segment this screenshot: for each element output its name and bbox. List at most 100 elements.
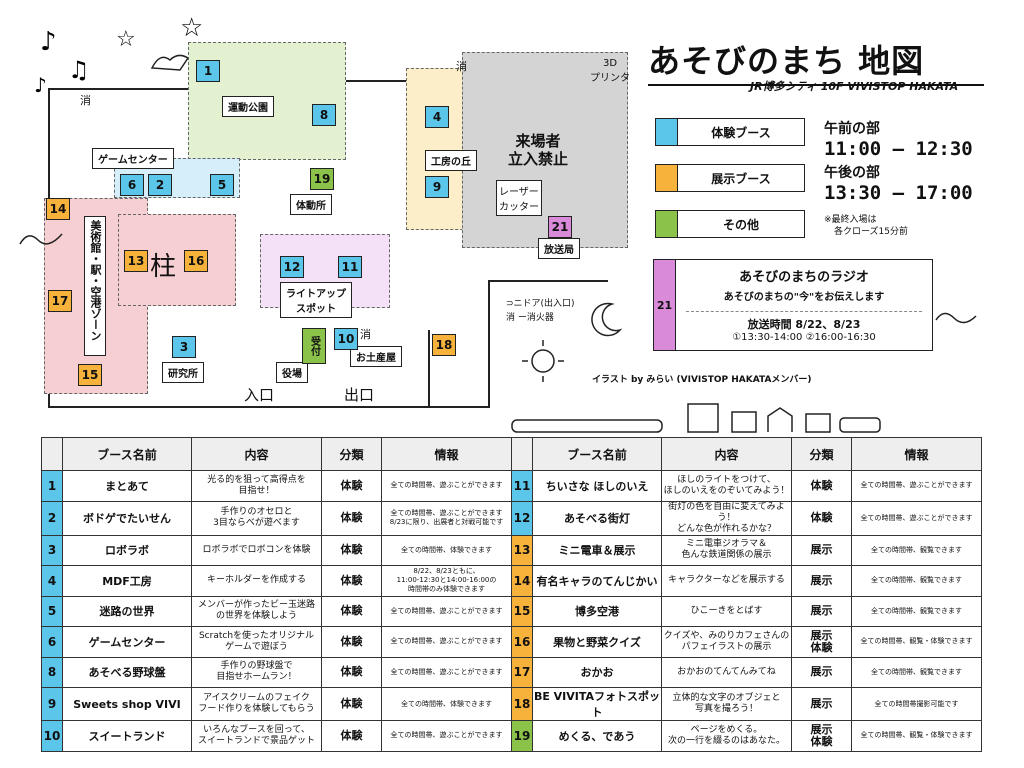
booth-name-cell: BE VIVITAフォトスポット (532, 687, 662, 721)
booth-category-cell: 展示 体験 (791, 720, 852, 752)
booth-number-cell: 4 (41, 565, 63, 597)
booth-3[interactable]: 3 (172, 336, 196, 358)
game-center-label: ゲームセンター (92, 148, 174, 169)
booth-info-cell: 全ての時間帯、遊ぶことができます (381, 470, 512, 502)
extinguisher-label: 消 (80, 94, 91, 107)
booth-6[interactable]: 6 (120, 174, 144, 196)
booth-name-cell: まとあて (62, 470, 192, 502)
pillar-label: 柱 (150, 252, 177, 282)
booth-category-cell: 体験 (321, 720, 382, 752)
booth-category-cell: 体験 (321, 656, 382, 688)
booth-category-cell: 展示 (791, 687, 852, 721)
booth-18[interactable]: 18 (432, 334, 456, 356)
booth-15[interactable]: 15 (78, 364, 102, 386)
legend-swatch (656, 165, 678, 191)
booth-category-cell: 体験 (321, 687, 382, 721)
afternoon-time: 13:30 – 17:00 (824, 182, 973, 204)
booth-number-cell: 5 (41, 595, 63, 627)
booth-name-cell: 有名キャラのてんじかい (532, 565, 662, 597)
entrance-label: 入口 (244, 386, 275, 404)
booth-content-cell: ミニ電車ジオラマ＆ 色んな鉄道関係の展示 (661, 534, 792, 566)
booth-11[interactable]: 11 (338, 256, 362, 278)
booth-info-cell: 全ての時間帯、体験できます (381, 534, 512, 566)
laser-label: レーザー カッター (496, 180, 542, 216)
booth-2[interactable]: 2 (148, 174, 172, 196)
booth-1[interactable]: 1 (196, 60, 220, 82)
booth-content-cell: 光る的を狙って高得点を 目指せ！ (191, 470, 322, 502)
booth-content-cell: いろんなブースを回って、 スイートランドで景品ゲット (191, 720, 322, 752)
booth-info-cell: 全ての時間帯、遊ぶことができます (381, 595, 512, 627)
booth-number-cell: 1 (41, 470, 63, 502)
booth-content-cell: 手作りの野球盤で 目指せホームラン！ (191, 656, 322, 688)
booth-content-cell: おかおのてんてんみてね (661, 656, 792, 688)
booth-number-cell: 13 (511, 534, 533, 566)
reception-booth[interactable]: 受付 (302, 328, 326, 364)
exit-label: 出口 (344, 386, 375, 404)
morning-time: 11:00 – 12:30 (824, 138, 973, 160)
booth-content-cell: キャラクターなどを展示する (661, 565, 792, 597)
music-notes-icon: ♪ ♫ ♪ (34, 27, 90, 97)
header-info: 情報 (851, 437, 982, 471)
sun-icon (522, 340, 564, 382)
booth-13[interactable]: 13 (124, 250, 148, 272)
wall-inner-1 (345, 80, 455, 82)
booth-14[interactable]: 14 (46, 198, 70, 220)
wall-inner-3 (428, 330, 430, 406)
booth-19[interactable]: 19 (310, 168, 334, 190)
legend-swatch (656, 211, 678, 237)
booth-info-cell: 全ての時間帯、観覧・体験できます (851, 720, 982, 752)
booth-category-cell: 体験 (321, 500, 382, 536)
booth-name-cell: ボドゲでたいせん (62, 500, 192, 536)
booth-content-cell: 手作りのオセロと 3目ならべが遊べます (191, 500, 322, 536)
booth-content-cell: ページをめくる。 次の一行を綴るのはあなた。 (661, 720, 792, 752)
booth-number-cell: 14 (511, 565, 533, 597)
schedule-morning: 午前の部 11:00 – 12:30 (824, 118, 973, 160)
booth-category-cell: 体験 (321, 470, 382, 502)
map-legend-extinguisher: 消 ー消火器 (506, 313, 554, 323)
booth-5[interactable]: 5 (210, 174, 234, 196)
booth-content-cell: ひこーきをとばす (661, 595, 792, 627)
morning-label: 午前の部 (824, 121, 880, 137)
wall-inner-2 (488, 280, 608, 282)
booth-number-cell: 10 (41, 720, 63, 752)
radio-time: 放送時間 8/22、8/23 (747, 318, 861, 331)
wall-right (488, 280, 490, 408)
booth-16[interactable]: 16 (184, 250, 208, 272)
booth-name-cell: ロボラボ (62, 534, 192, 566)
booth-number-cell: 11 (511, 470, 533, 502)
souvenir-label: お土産屋 (350, 346, 402, 367)
booth-12[interactable]: 12 (280, 256, 304, 278)
svg-text:☆: ☆ (180, 13, 203, 43)
booth-content-cell: クイズや、みのりカフェさんの パフェイラストの展示 (661, 626, 792, 658)
snake-doodle-icon (19, 233, 63, 245)
booth-number-cell: 6 (41, 626, 63, 658)
booth-4[interactable]: 4 (425, 106, 449, 128)
booth-content-cell: 街灯の色を自由に変えてみよう！ どんな色が作れるかな？ (661, 500, 792, 536)
booth-name-cell: あそべる街灯 (532, 500, 662, 536)
booth-content-cell: Scratchを使ったオリジナル ゲームで遊ぼう (191, 626, 322, 658)
booth-category-cell: 展示 (791, 565, 852, 597)
booth-category-cell: 体験 (791, 470, 852, 502)
booth-category-cell: 展示 (791, 656, 852, 688)
booth-17[interactable]: 17 (48, 290, 72, 312)
table-header-row: ブース名前 内容 分類 情報 ブース名前 内容 分類 情報 (41, 437, 982, 471)
booth-9[interactable]: 9 (425, 176, 449, 198)
booth-name-cell: 果物と野菜クイズ (532, 626, 662, 658)
booth-name-cell: 博多空港 (532, 595, 662, 627)
booth-info-cell: 全ての時間帯、体験できます (381, 687, 512, 721)
cityscape-icon (511, 403, 881, 433)
booth-8[interactable]: 8 (312, 104, 336, 126)
booth-21[interactable]: 21 (548, 216, 572, 238)
header-cell (41, 437, 63, 471)
page-subtitle: JR博多シティ 10F VIVISTOP HAKATA (750, 80, 959, 93)
booth-content-cell: メンバーが作ったビー玉迷路 の世界を体験しよう (191, 595, 322, 627)
booth-10[interactable]: 10 (334, 328, 358, 350)
booth-category-cell: 展示 体験 (791, 626, 852, 658)
booth-number-cell: 2 (41, 500, 63, 536)
stars-icon: ☆ ☆ (116, 13, 203, 52)
